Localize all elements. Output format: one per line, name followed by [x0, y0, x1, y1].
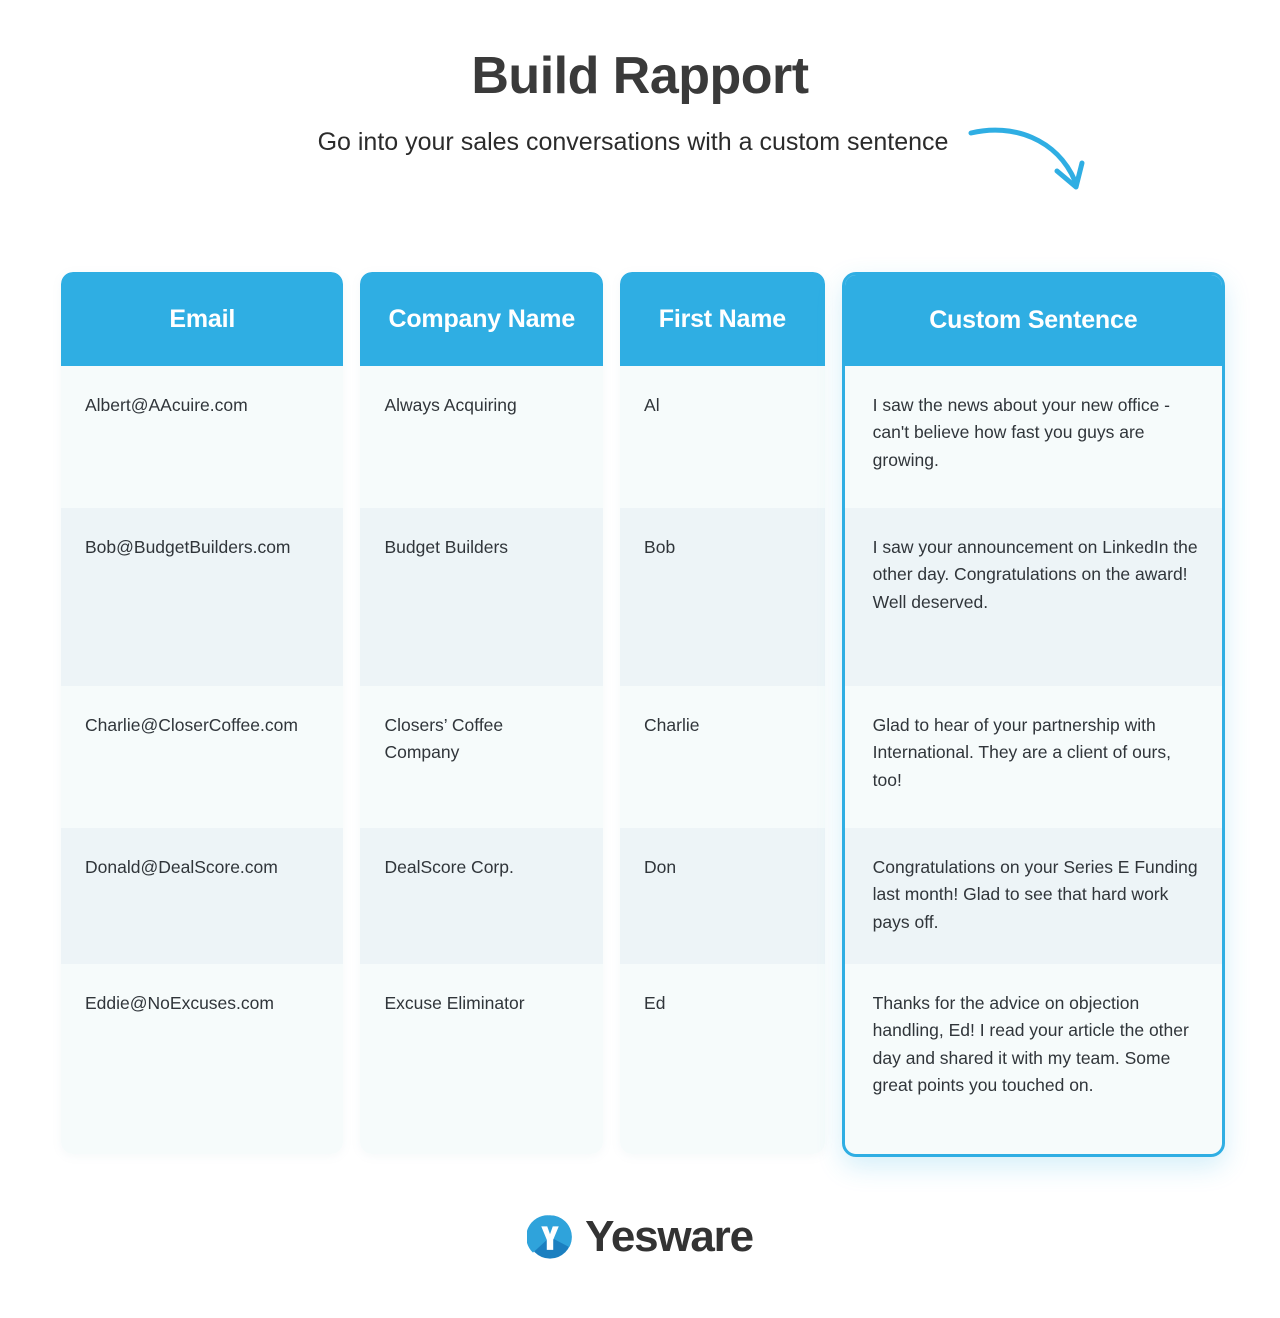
table-cell-first-1: Al [620, 366, 825, 508]
table-cell-company-1: Always Acquiring [360, 366, 604, 508]
footer-brand: Yesware [0, 1214, 1280, 1260]
brand-name: Yesware [585, 1212, 754, 1261]
table-column-first-name: First Name Al Bob Charlie Don Ed [620, 272, 825, 1154]
table-cell-company-3: Closers’ Coffee Company [360, 686, 604, 828]
table-column-email: Email Albert@AAcuire.com Bob@BudgetBuild… [61, 272, 344, 1154]
rapport-table: Email Albert@AAcuire.com Bob@BudgetBuild… [61, 272, 1225, 1157]
table-cell-custom-4: Congratulations on your Series E Funding… [844, 828, 1222, 964]
table-cell-custom-2: I saw your announcement on LinkedIn the … [844, 508, 1222, 686]
table-cell-company-2: Budget Builders [360, 508, 604, 686]
column-header-custom-sentence: Custom Sentence [844, 275, 1222, 366]
page-subtitle: Go into your sales conversations with a … [317, 128, 949, 157]
column-body-first-name: Al Bob Charlie Don Ed [620, 366, 825, 1154]
table-cell-first-2: Bob [620, 508, 825, 686]
table-cell-email-4: Donald@DealScore.com [61, 828, 344, 964]
table-cell-email-5: Eddie@NoExcuses.com [61, 964, 344, 1154]
table-cell-email-2: Bob@BudgetBuilders.com [61, 508, 344, 686]
table-cell-company-4: DealScore Corp. [360, 828, 604, 964]
column-header-company-name: Company Name [360, 272, 604, 366]
table-cell-email-3: Charlie@CloserCoffee.com [61, 686, 344, 828]
table-cell-custom-1: I saw the news about your new office - c… [844, 366, 1222, 508]
table-cell-first-3: Charlie [620, 686, 825, 828]
table-cell-first-4: Don [620, 828, 825, 964]
table-cell-first-5: Ed [620, 964, 825, 1154]
table-cell-custom-5: Thanks for the advice on objection handl… [844, 964, 1222, 1154]
page-title: Build Rapport [471, 47, 809, 105]
yesware-logo-icon [527, 1215, 572, 1259]
column-body-custom-sentence: I saw the news about your new office - c… [844, 366, 1222, 1154]
table-column-custom-sentence: Custom Sentence I saw the news about you… [841, 272, 1225, 1157]
table-column-company-name: Company Name Always Acquiring Budget Bui… [360, 272, 604, 1154]
column-body-email: Albert@AAcuire.com Bob@BudgetBuilders.co… [61, 366, 344, 1154]
column-header-email: Email [61, 272, 344, 366]
subtitle-row: Go into your sales conversations with a … [0, 127, 1280, 213]
table-cell-company-5: Excuse Eliminator [360, 964, 604, 1154]
column-header-first-name: First Name [620, 272, 825, 366]
table-cell-custom-3: Glad to hear of your partnership with In… [844, 686, 1222, 828]
table-cell-email-1: Albert@AAcuire.com [61, 366, 344, 508]
column-body-company-name: Always Acquiring Budget Builders Closers… [360, 366, 604, 1154]
